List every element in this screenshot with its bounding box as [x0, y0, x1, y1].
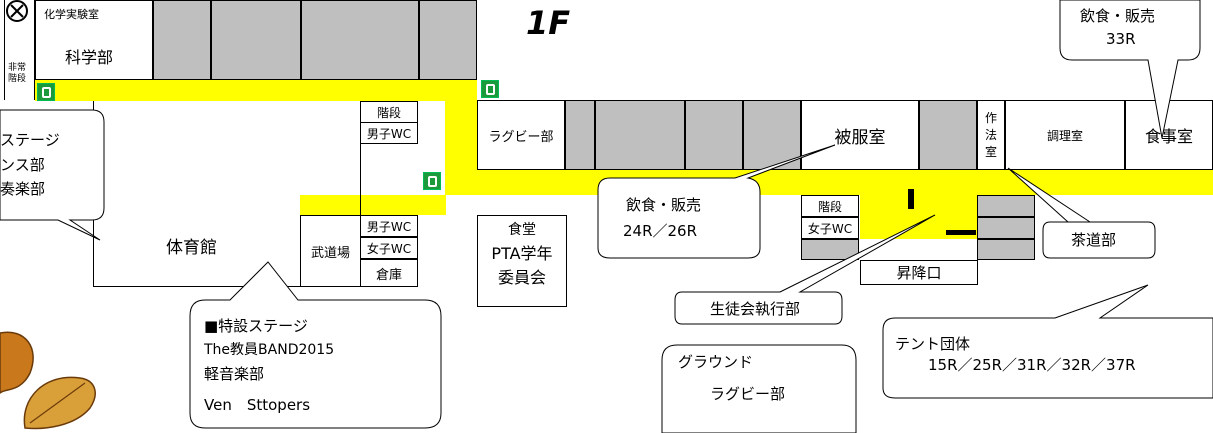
stairs-b-label: 階段: [817, 199, 842, 214]
corridor-top: [35, 80, 477, 101]
chouri-label: 調理室: [1046, 128, 1083, 143]
chem-lab-label: 化学実験室: [44, 8, 99, 21]
food-24r-line2: 24R／26R: [623, 222, 698, 240]
tent-line1: テント団体: [895, 335, 971, 353]
shokuji-label: 食事室: [1144, 127, 1193, 146]
rugby-room: ラグビー部: [477, 100, 565, 170]
sahou-room: 作 法 室: [977, 100, 1005, 170]
hifuku-room: 被服室: [801, 100, 919, 170]
callout-special-stage: [189, 261, 442, 429]
stage-left-line2: ンス部: [0, 156, 45, 174]
cafeteria-room: 食堂 PTA学年 委員会: [477, 215, 567, 307]
budojo-label: 武道場: [310, 245, 350, 261]
boys-wc-a-room: 男子WC: [360, 122, 418, 144]
food-33r-line1: 飲食・販売: [1080, 7, 1156, 25]
pta-label: PTA学年: [491, 244, 553, 263]
callout-stage-left: [0, 109, 105, 241]
stage-left-line1: ステージ: [0, 131, 60, 149]
room-gray-5: [565, 100, 595, 170]
callout-food-33r: [1059, 0, 1201, 139]
emergency-stairs-column: [4, 0, 35, 100]
tent-line2: 15R／25R／31R／32R／37R: [928, 356, 1136, 374]
corridor-budojo: [300, 195, 446, 215]
corridor-main: [445, 170, 1213, 195]
doormat: [946, 230, 976, 235]
stage-left-line3: 奏楽部: [0, 180, 46, 198]
boys-wc-c-room: 男子WC: [360, 215, 418, 237]
chem-lab-room: 化学実験室: [35, 0, 153, 80]
sahou-label: 作 法 室: [984, 110, 997, 159]
room-gray-2: [211, 0, 301, 80]
girls-wc-c-label: 女子WC: [366, 241, 412, 256]
hifuku-label: 被服室: [834, 127, 886, 148]
stairs-b-room: 階段: [801, 195, 859, 217]
exit-sign-icon: [423, 172, 441, 190]
shokoguchi-room: 昇降口: [860, 260, 978, 285]
souko-room: 倉庫: [360, 259, 418, 287]
seitokai-label: 生徒会執行部: [710, 300, 801, 318]
boys-wc-c-label: 男子WC: [366, 219, 412, 234]
ground-line2: ラグビー部: [710, 385, 786, 403]
room-gray-8: [743, 100, 801, 170]
special-stage-line4: Ven Sttopers: [204, 396, 311, 414]
science-club-label: 科学部: [65, 48, 114, 67]
callout-ground: [661, 344, 857, 433]
special-stage-line3: 軽音楽部: [204, 365, 265, 383]
room-gray-4: [419, 0, 477, 80]
ground-line1: グラウンド: [678, 353, 754, 371]
rugby-room-label: ラグビー部: [488, 129, 554, 145]
stairs-a-label: 階段: [376, 105, 401, 120]
autumn-leaves-icon: [0, 331, 96, 430]
special-stage-line1: ■特設ステージ: [204, 317, 308, 335]
room-gray-3: [301, 0, 419, 80]
room-gray-11: [977, 195, 1035, 217]
girls-wc-c-room: 女子WC: [360, 237, 418, 259]
food-33r-line2: 33R: [1106, 30, 1136, 48]
room-gray-9: [919, 100, 977, 170]
room-gray-1: [153, 0, 211, 80]
callout-tent: [882, 284, 1213, 399]
souko-label: 倉庫: [375, 267, 402, 283]
room-gray-10: [801, 239, 859, 260]
girls-wc-b-label: 女子WC: [807, 221, 853, 236]
exit-sign-icon: [481, 80, 499, 98]
special-stage-line2: The教員BAND2015: [204, 342, 335, 358]
chouri-room: 調理室: [1005, 100, 1125, 170]
emergency-stairs-label: 非常 階段: [8, 63, 27, 84]
callout-sado: [1007, 167, 1156, 259]
committee-label: 委員会: [497, 268, 546, 287]
boys-wc-a-label: 男子WC: [366, 126, 412, 141]
room-gray-12: [977, 217, 1035, 239]
pillar: [908, 189, 914, 209]
cafeteria-label: 食堂: [508, 222, 536, 238]
food-24r-line1: 飲食・販売: [626, 196, 702, 214]
stair-block-icon: [6, 0, 28, 22]
sado-label: 茶道部: [1071, 231, 1117, 249]
callout-seitokai: [674, 214, 936, 325]
floor-label: 1F: [526, 4, 571, 42]
room-gray-6: [595, 100, 685, 170]
girls-wc-b-room: 女子WC: [801, 217, 859, 239]
callout-food-24r: [597, 144, 836, 259]
gym-label: 体育館: [166, 238, 217, 258]
room-gray-7: [685, 100, 743, 170]
room-gray-13: [977, 239, 1035, 260]
exit-sign-icon: [37, 83, 55, 101]
shokoguchi-label: 昇降口: [896, 264, 942, 282]
budojo-room: 武道場: [300, 215, 361, 287]
